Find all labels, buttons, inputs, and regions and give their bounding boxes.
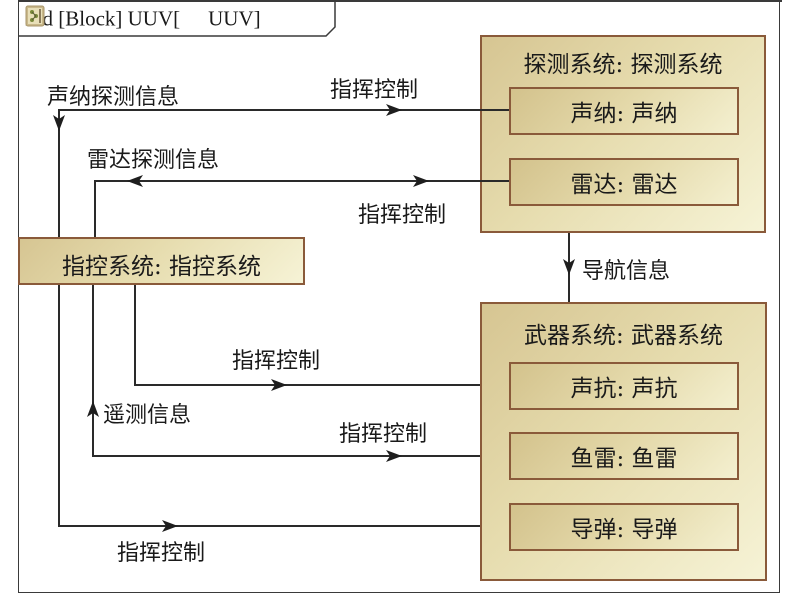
sonar-info-arrow: [53, 115, 65, 131]
diagram-title-prefix: Ibd [Block] UUV[: [25, 6, 181, 31]
missile-part[interactable]: 导弹: 导弹: [509, 503, 739, 551]
torpedo-part[interactable]: 鱼雷: 鱼雷: [509, 432, 739, 480]
flow-arrows: [53, 104, 575, 532]
sonar-cmd-label: 指挥控制: [330, 78, 419, 103]
detection-system-title: 探测系统: 探测系统: [523, 52, 723, 78]
command-system-block[interactable]: 指控系统: 指控系统: [18, 237, 305, 285]
diagram-frame: [18, 0, 780, 593]
sonar-info-label: 声纳探测信息: [47, 85, 180, 110]
missile-part-label: 导弹: 导弹: [570, 517, 678, 543]
radar-connector[interactable]: [94, 180, 509, 237]
countermeasure-part[interactable]: 声抗: 声抗: [509, 362, 739, 410]
radar-part[interactable]: 雷达: 雷达: [509, 158, 739, 206]
sonar-cmd-arrow: [386, 104, 402, 116]
title-tab-outline: [18, 0, 336, 37]
sonar-connector[interactable]: [58, 109, 509, 237]
sonar-part[interactable]: 声纳: 声纳: [509, 87, 739, 135]
radar-info-label: 雷达探测信息: [87, 148, 220, 173]
torpedo-connector[interactable]: [92, 284, 480, 457]
countermeasure-cmd-arrow: [271, 379, 287, 391]
weapons-system-title: 武器系统: 武器系统: [523, 323, 724, 349]
sonar-part-label: 声纳: 声纳: [570, 101, 678, 127]
block-diagram-icon: [25, 5, 204, 29]
nav-info-label: 导航信息: [582, 259, 671, 284]
frame-top-edge: [18, 0, 782, 2]
radar-info-arrow: [127, 175, 143, 187]
countermeasure-part-label: 声抗: 声抗: [570, 376, 678, 402]
telemetry-info-arrow: [87, 401, 99, 417]
torpedo-part-label: 鱼雷: 鱼雷: [570, 446, 678, 472]
radar-cmd-arrow: [413, 175, 429, 187]
missile-cmd-label: 指挥控制: [117, 541, 206, 566]
missile-connector[interactable]: [58, 284, 480, 527]
countermeasure-connector[interactable]: [134, 284, 480, 386]
telemetry-info-label: 遥测信息: [103, 403, 192, 428]
weapons-system-block[interactable]: 武器系统: 武器系统 声抗: 声抗 鱼雷: 鱼雷 导弹: 导弹: [480, 302, 767, 581]
diagram-title-tab: Ibd [Block] UUV[ UUV]: [18, 0, 336, 37]
diagram-title-suffix: UUV]: [208, 6, 261, 31]
nav-info-arrow: [563, 259, 575, 275]
diagram-title: Ibd [Block] UUV[ UUV]: [25, 5, 261, 32]
detection-system-block[interactable]: 探测系统: 探测系统 声纳: 声纳 雷达: 雷达: [480, 35, 766, 233]
radar-cmd-label: 指挥控制: [358, 203, 447, 228]
command-system-title: 指控系统: 指控系统: [61, 254, 262, 280]
radar-part-label: 雷达: 雷达: [570, 172, 678, 198]
torpedo-cmd-label: 指挥控制: [339, 422, 428, 447]
countermeasure-cmd-label: 指挥控制: [232, 349, 321, 374]
missile-cmd-arrow: [162, 520, 178, 532]
torpedo-cmd-arrow: [386, 450, 402, 462]
